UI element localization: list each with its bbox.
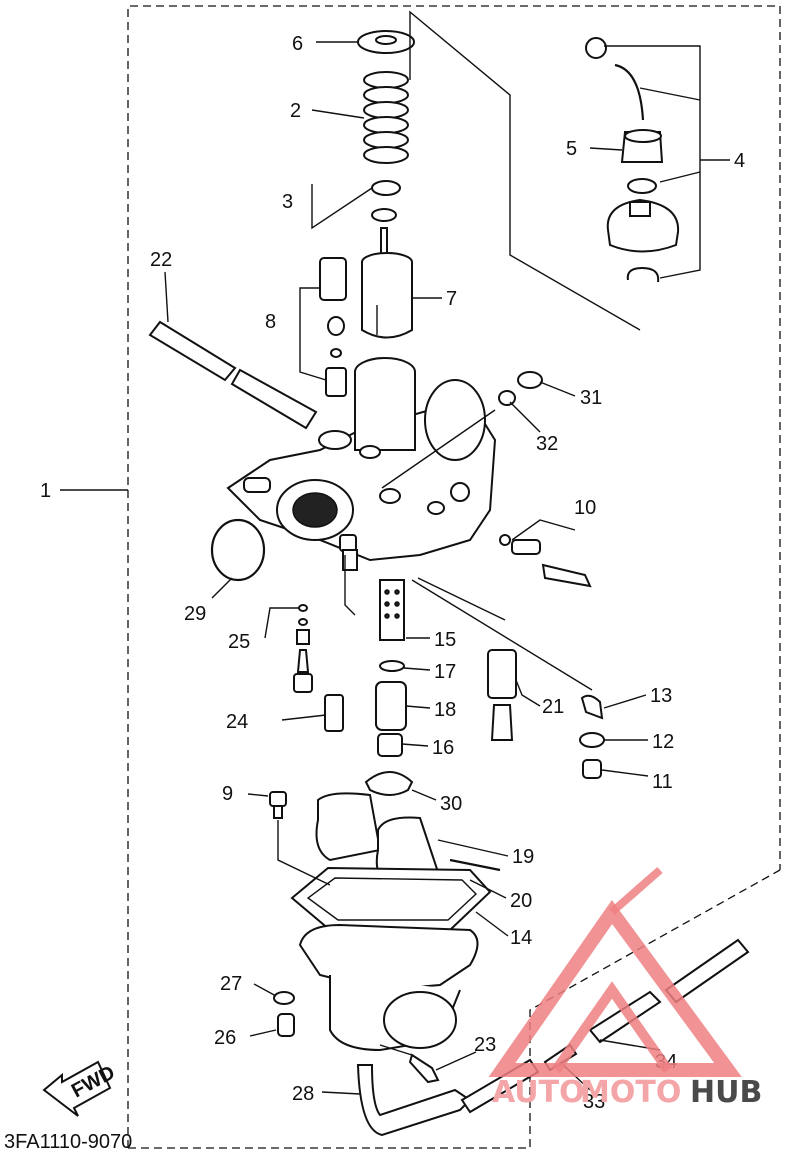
callout-16: 16 xyxy=(432,737,454,759)
callout-21: 21 xyxy=(542,696,564,718)
callout-3: 3 xyxy=(282,191,293,213)
callout-20: 20 xyxy=(510,890,532,912)
drain-screw-26-27 xyxy=(273,991,295,1037)
callout-24: 24 xyxy=(226,711,248,733)
callout-27: 27 xyxy=(220,973,242,995)
carburetor-body-1 xyxy=(226,357,497,562)
callout-26: 26 xyxy=(214,1027,236,1049)
pilot-jet-8 xyxy=(319,257,347,397)
callout-6: 6 xyxy=(292,33,303,55)
callout-32: 32 xyxy=(536,433,558,455)
baffle-30 xyxy=(364,771,414,796)
assembly-boundary xyxy=(60,5,781,1149)
callout-4: 4 xyxy=(734,150,745,172)
fwd-arrow-icon: FWD xyxy=(42,1060,119,1117)
callout-25: 25 xyxy=(228,631,250,653)
callout-22: 22 xyxy=(150,249,172,271)
callout-19: 19 xyxy=(512,846,534,868)
drain-hose-28 xyxy=(356,1064,472,1137)
callout-9: 9 xyxy=(222,783,233,805)
callout-12: 12 xyxy=(652,731,674,753)
jet-group-25 xyxy=(293,604,313,693)
screw-11-13 xyxy=(411,579,605,779)
main-jet-18 xyxy=(375,681,407,731)
washer-6 xyxy=(357,30,415,54)
callout-numbers: 1 2 3 4 5 6 7 8 9 10 11 12 13 14 15 16 1… xyxy=(40,33,745,1113)
callout-1: 1 xyxy=(40,480,51,502)
screw-23 xyxy=(379,1044,440,1084)
callout-28: 28 xyxy=(292,1083,314,1105)
watermark-hub: HUB xyxy=(690,1075,762,1110)
callout-29: 29 xyxy=(184,603,206,625)
callout-13: 13 xyxy=(650,685,672,707)
hose-22 xyxy=(148,320,318,430)
spring-2 xyxy=(363,71,409,164)
drawing-code: 3FA1110-9070 xyxy=(4,1131,132,1153)
callout-2: 2 xyxy=(290,100,301,122)
float-bowl-14 xyxy=(290,866,492,1052)
automotohub-watermark: AUTO MOTO HUB xyxy=(488,866,762,1110)
callout-17: 17 xyxy=(434,661,456,683)
callout-7: 7 xyxy=(446,288,457,310)
callout-33: 33 xyxy=(583,1091,605,1113)
watermark-auto: AUTO xyxy=(492,1075,585,1110)
callout-10: 10 xyxy=(574,497,596,519)
callout-30: 30 xyxy=(440,793,462,815)
throttle-valve-7 xyxy=(361,252,413,339)
float-valve-21 xyxy=(417,577,517,741)
leader-lines xyxy=(164,41,730,1095)
callout-14: 14 xyxy=(510,927,532,949)
callout-18: 18 xyxy=(434,699,456,721)
main-jet-16 xyxy=(377,733,403,757)
o-ring-17 xyxy=(379,660,405,672)
callout-5: 5 xyxy=(566,138,577,160)
watermark-moto: MOTO xyxy=(580,1075,681,1110)
cap-group-4 xyxy=(585,37,680,283)
jet-24 xyxy=(324,549,358,732)
callout-11: 11 xyxy=(652,771,673,793)
callout-23: 23 xyxy=(474,1034,496,1056)
callout-31: 31 xyxy=(580,387,602,409)
needle-jet-15 xyxy=(379,579,405,641)
callout-15: 15 xyxy=(434,629,456,651)
screw-9 xyxy=(269,791,331,886)
callout-8: 8 xyxy=(265,311,276,333)
screw-31-32 xyxy=(498,371,543,406)
idle-screw-10 xyxy=(499,534,592,588)
o-ring-29 xyxy=(210,518,266,582)
